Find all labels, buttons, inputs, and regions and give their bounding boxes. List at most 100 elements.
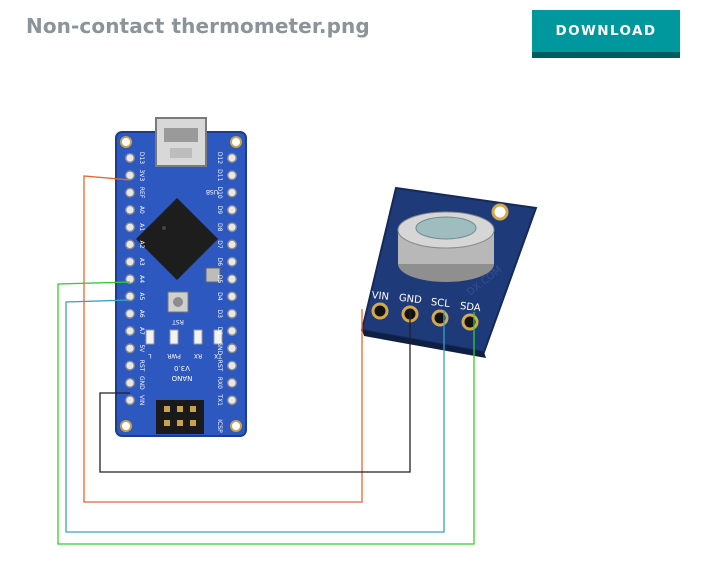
left-pin-label: A2: [138, 241, 145, 249]
sensor-mounting-hole: [491, 203, 509, 221]
right-pin-d3: [226, 308, 237, 319]
right-pin-label: D5: [216, 275, 223, 284]
mounting-hole: [120, 136, 132, 148]
wire-a4-sda: [57, 281, 475, 545]
left-pin-label: 5V: [138, 344, 145, 353]
left-pin-label: A7: [138, 327, 145, 335]
sensor-pin-vin: [371, 302, 389, 320]
left-pin-label: A4: [138, 275, 145, 283]
right-pin-d4: [226, 291, 237, 302]
sensor-pin-label: VIN: [371, 290, 389, 303]
left-pin-label: VIN: [138, 395, 145, 405]
left-pin-d13: [124, 152, 135, 163]
left-pin-3v3: [124, 170, 135, 181]
left-pin-gnd: [124, 377, 135, 388]
led-rx: [193, 329, 203, 345]
sensor-pin-scl: [431, 309, 449, 327]
right-pin-d2: [226, 326, 237, 337]
right-pin-d12: [226, 152, 237, 163]
right-pin-label: D3: [216, 309, 223, 318]
right-pin-label: D9: [216, 206, 223, 215]
right-pin-label: RST: [216, 360, 223, 372]
reset-label: RST: [172, 318, 184, 325]
left-pin-label: A3: [138, 258, 145, 266]
left-pin-a7: [124, 326, 135, 337]
download-button[interactable]: DOWNLOAD: [532, 10, 680, 58]
icsp-header: [156, 400, 204, 434]
left-pin-rst: [124, 360, 135, 371]
led-label-tx: TX: [214, 352, 223, 359]
reset-button: [167, 291, 189, 313]
left-pin-a4: [124, 274, 135, 285]
circuit-image: RST L PWR RX TX USB NANO V3.0: [0, 62, 703, 562]
ir-sensor-can: [397, 211, 495, 282]
left-pin-a3: [124, 256, 135, 267]
led-l: [145, 329, 155, 345]
wire-a5-scl: [65, 299, 445, 533]
left-pin-a0: [124, 204, 135, 215]
left-pin-label: 3V3: [138, 169, 145, 181]
right-pin-label: D7: [216, 240, 223, 249]
right-pin-label: TX1: [216, 393, 223, 406]
mounting-hole: [230, 420, 242, 432]
left-pin-a6: [124, 308, 135, 319]
left-pin-label: A1: [138, 223, 145, 231]
right-pin-rx0: [226, 377, 237, 388]
left-pin-label: D13: [138, 152, 145, 164]
right-pin-label: D8: [216, 223, 223, 232]
led-label-l: L: [148, 352, 152, 359]
mounting-hole: [230, 136, 242, 148]
left-pin-label: A6: [138, 310, 145, 318]
left-pin-a1: [124, 222, 135, 233]
right-pin-tx1: [226, 395, 237, 406]
left-pin-label: A5: [138, 292, 145, 300]
right-pin-label: D10: [216, 186, 223, 198]
usb-connector: [155, 117, 207, 167]
file-header: Non-contact thermometer.png DOWNLOAD: [0, 0, 703, 62]
icsp-label: ICSP: [216, 419, 223, 433]
sensor-pin-label: GND: [398, 293, 422, 306]
right-pin-d6: [226, 256, 237, 267]
led-label-rx: RX: [194, 352, 202, 359]
nano-label: NANO: [171, 374, 192, 382]
right-pin-d11: [226, 170, 237, 181]
right-pin-gnd: [226, 343, 237, 354]
left-pin-label: RST: [138, 360, 145, 372]
right-pin-d8: [226, 222, 237, 233]
left-pin-a2: [124, 239, 135, 250]
left-pin-label: REF: [138, 187, 145, 199]
left-pin-5v: [124, 343, 135, 354]
right-pin-label: D2: [216, 327, 223, 336]
mounting-hole: [120, 420, 132, 432]
led-pwr: [169, 329, 179, 345]
right-pin-label: GND: [216, 341, 223, 355]
wire-3v3-vin: [83, 175, 363, 503]
version-label: V3.0: [174, 364, 190, 372]
sensor-pin-label: SCL: [430, 297, 450, 310]
left-pin-label: A0: [138, 206, 145, 214]
wiring: [57, 175, 475, 545]
right-pin-d10: [226, 187, 237, 198]
right-pin-d7: [226, 239, 237, 250]
led-label-pwr: PWR: [167, 352, 181, 359]
sensor-pin-label: SDA: [459, 301, 481, 314]
right-pin-d5: [226, 274, 237, 285]
sensor-pin-sda: [461, 313, 479, 331]
left-pin-a5: [124, 291, 135, 302]
usb-label: USB: [206, 188, 218, 195]
right-pin-rst: [226, 360, 237, 371]
right-pin-label: D6: [216, 258, 223, 267]
right-pin-label: D12: [216, 152, 223, 164]
left-pin-label: GND: [138, 376, 145, 390]
right-pin-label: D4: [216, 292, 223, 301]
right-pin-label: D11: [216, 169, 223, 181]
right-pin-d9: [226, 204, 237, 215]
led-tx: [213, 329, 223, 345]
file-title: Non-contact thermometer.png: [26, 14, 370, 38]
right-pin-label: RX0: [216, 377, 223, 389]
left-pin-vin: [124, 395, 135, 406]
crystal-component: [205, 267, 221, 283]
left-pin-ref: [124, 187, 135, 198]
